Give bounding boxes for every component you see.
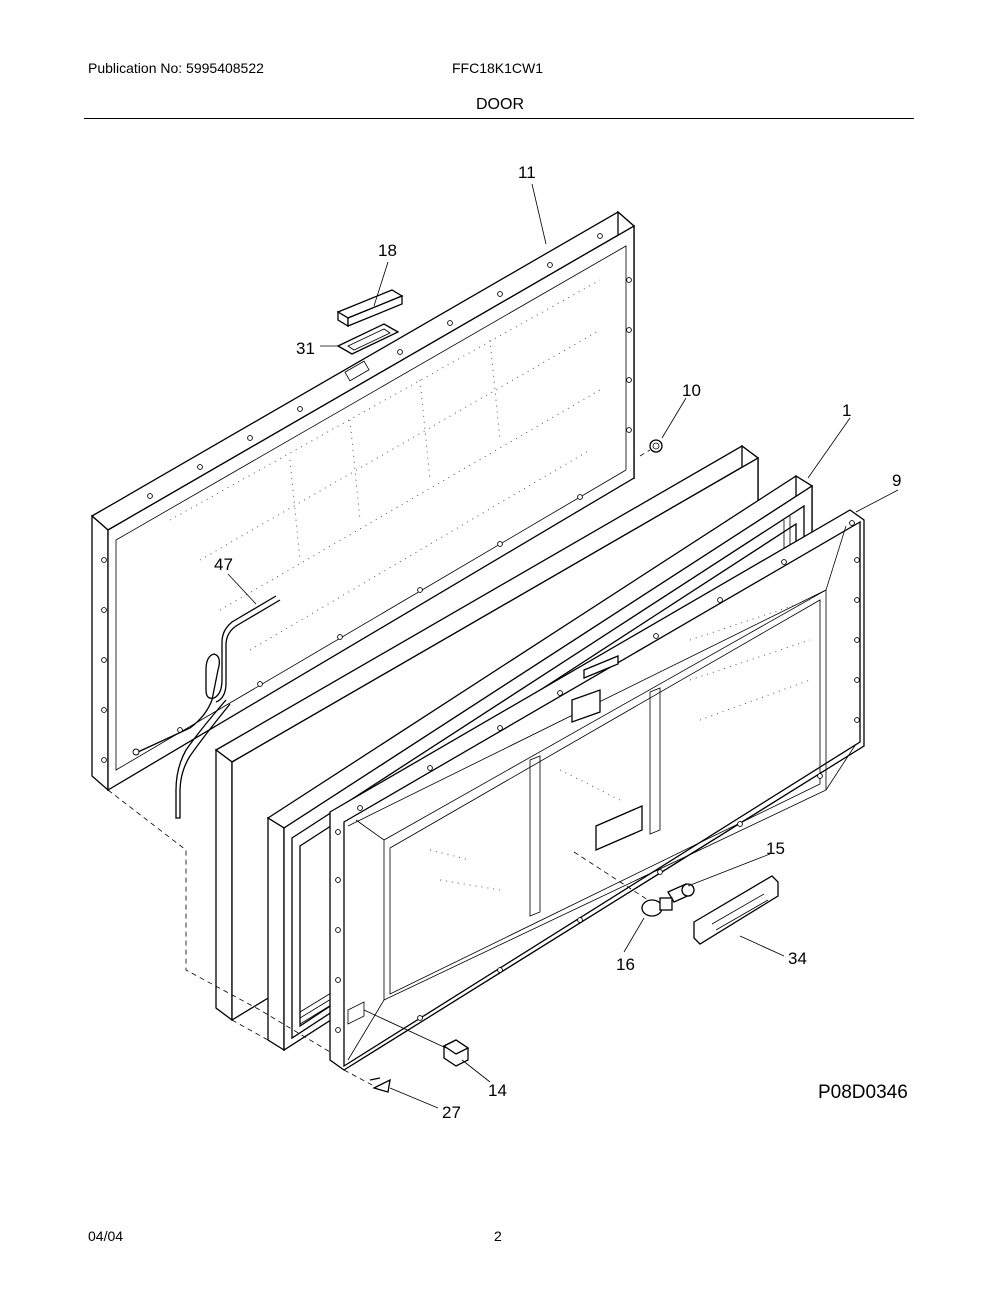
header-rule xyxy=(84,118,914,119)
model-number: FFC18K1CW1 xyxy=(452,60,544,76)
assembly-lines xyxy=(107,789,375,1087)
callout-34: 34 xyxy=(788,949,807,968)
callout-27: 27 xyxy=(442,1103,461,1122)
diagram-code: P08D0346 xyxy=(818,1082,908,1103)
callout-31: 31 xyxy=(296,339,315,358)
page-number: 2 xyxy=(494,1228,502,1244)
callout-14: 14 xyxy=(488,1081,507,1100)
switch-14 xyxy=(442,1039,470,1067)
callout-15: 15 xyxy=(766,839,785,858)
screw-27 xyxy=(369,1077,391,1093)
light-cover-34 xyxy=(693,875,779,945)
callout-11: 11 xyxy=(518,163,536,182)
plug-10 xyxy=(639,439,663,457)
callout-16: 16 xyxy=(616,955,635,974)
handle-18 xyxy=(336,289,404,328)
inner-liner-9 xyxy=(329,509,865,1071)
publication-number: Publication No: 5995408522 xyxy=(88,60,264,76)
section-title: DOOR xyxy=(476,96,524,113)
liner-screw-holes xyxy=(335,520,860,1033)
callout-1: 1 xyxy=(842,401,851,420)
heater-wire-47 xyxy=(132,595,281,819)
callout-18: 18 xyxy=(378,241,397,260)
callouts: 11 18 31 10 1 9 47 15 16 34 14 27 P08D03… xyxy=(214,163,908,1122)
footer-date: 04/04 xyxy=(88,1228,124,1244)
gasket-31 xyxy=(336,323,400,355)
outer-door-panel xyxy=(90,210,636,792)
callout-47: 47 xyxy=(214,555,233,574)
leader-lines xyxy=(227,183,899,1109)
callout-9: 9 xyxy=(892,471,901,490)
lamp-bulb-16 xyxy=(641,897,673,917)
callout-10: 10 xyxy=(682,381,701,400)
outer-panel-screw-holes xyxy=(101,233,632,763)
